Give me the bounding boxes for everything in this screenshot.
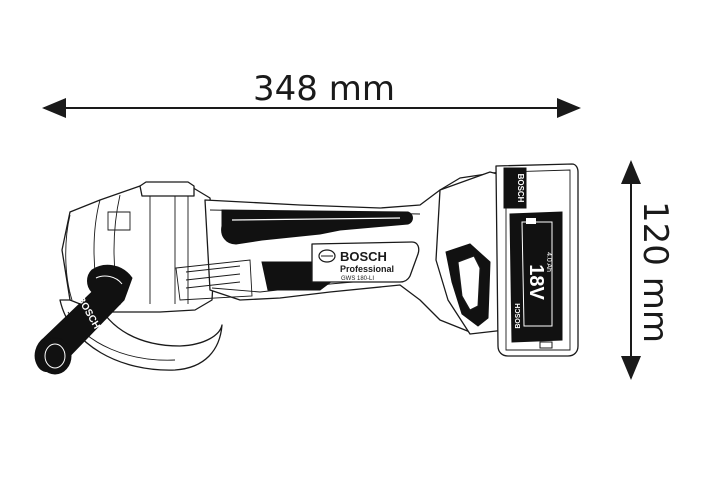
battery-body xyxy=(509,211,563,343)
battery-brand: BOSCH xyxy=(515,303,522,328)
brand-plate: BOSCH Professional GWS 180-LI xyxy=(311,241,420,283)
side-handle: BOSCH xyxy=(34,264,133,375)
tool-brand: BOSCH xyxy=(340,249,387,264)
angle-grinder: BOSCH BOSCH Professional GWS 180-LI xyxy=(34,163,579,375)
tool-line: Professional xyxy=(340,264,394,274)
height-dimension-label: 120 mm xyxy=(635,201,675,343)
bosch-logo-icon xyxy=(318,249,336,263)
battery-top-brand: BOSCH xyxy=(516,174,525,203)
battery-pack: BOSCH 18V 4.0 Ah BOSCH xyxy=(495,163,579,357)
tool-model: GWS 180-LI xyxy=(341,276,374,282)
height-dimension: 120 mm xyxy=(621,160,675,380)
gear-head xyxy=(61,181,216,313)
battery-voltage: 18V xyxy=(525,264,547,300)
length-dimension-label: 348 mm xyxy=(253,69,395,109)
battery-capacity: 4.0 Ah xyxy=(545,252,552,272)
length-dimension: 348 mm xyxy=(42,69,581,118)
rear-cap xyxy=(435,171,506,335)
